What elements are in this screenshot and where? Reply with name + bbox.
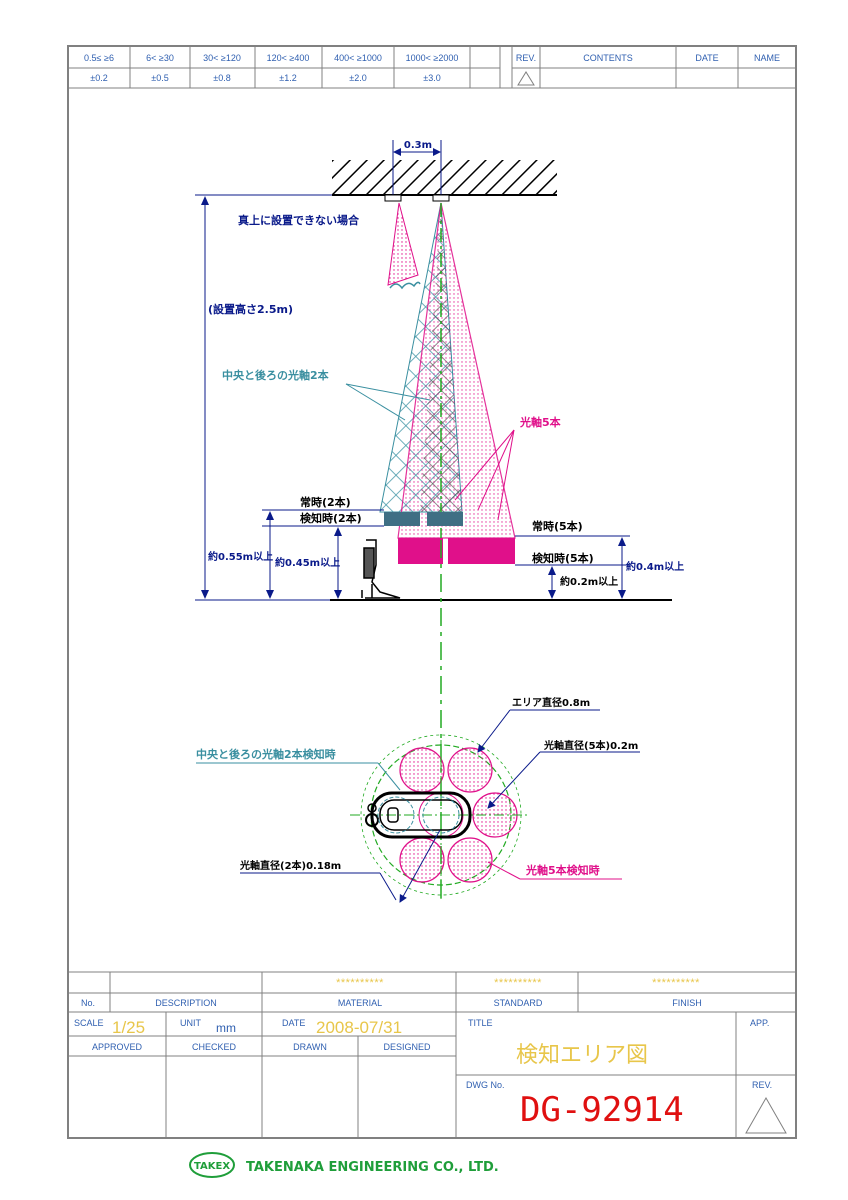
unit-label: UNIT — [180, 1018, 201, 1028]
dwg-no-value: DG-92914 — [520, 1090, 684, 1130]
tolerance-cell: ±0.2 — [90, 73, 107, 83]
date-header: DATE — [695, 53, 718, 63]
description-header: DESCRIPTION — [155, 998, 217, 1008]
two-axis-label: 中央と後ろの光軸2本 — [222, 368, 329, 382]
standard-placeholder: ********** — [494, 977, 542, 989]
tolerance-cell: ±0.8 — [213, 73, 230, 83]
range-cell: 6< ≥30 — [146, 53, 174, 63]
tolerance-cell: ±2.0 — [349, 73, 366, 83]
date-label: DATE — [282, 1018, 305, 1028]
tolerance-cell: ±1.2 — [279, 73, 296, 83]
range-cell: 120< ≥400 — [267, 53, 310, 63]
axis-circle — [447, 747, 493, 793]
scale-value: 1/25 — [112, 1018, 145, 1037]
range-cell: 0.5≤ ≥6 — [84, 53, 114, 63]
revision-triangle-icon — [517, 71, 535, 86]
tolerance-cell: ±3.0 — [423, 73, 440, 83]
detect-two-label: 検知時(2本) — [300, 511, 362, 525]
sheet-frame — [67, 45, 797, 1139]
two-axis-detect-bar-left — [384, 512, 420, 526]
unit-value: mm — [216, 1021, 236, 1035]
scale-label: SCALE — [74, 1018, 104, 1028]
drawn-label: DRAWN — [293, 1042, 327, 1052]
ceiling-hatch — [332, 160, 557, 195]
tolerance-cell: ±0.5 — [151, 73, 168, 83]
range-cell: 400< ≥1000 — [334, 53, 382, 63]
svg-text:TAKEX: TAKEX — [194, 1161, 230, 1172]
no-header: No. — [81, 998, 95, 1008]
dim-02-label: 約0.2m以上 — [560, 575, 618, 588]
two-axis-diameter-label: 光軸直径(2本)0.18m — [239, 859, 341, 872]
date-value: 2008-07/31 — [316, 1018, 402, 1037]
material-header: MATERIAL — [338, 998, 382, 1008]
range-cell: 30< ≥120 — [203, 53, 241, 63]
finish-placeholder: ********** — [652, 977, 700, 989]
axis-circle — [447, 837, 493, 883]
standard-header: STANDARD — [494, 998, 543, 1008]
dim-045-label: 約0.45m以上 — [275, 556, 340, 569]
two-axis-detect-label: 中央と後ろの光軸2本検知時 — [196, 747, 336, 761]
height-label: (設置高さ2.5m) — [208, 302, 293, 316]
finish-header: FINISH — [672, 998, 702, 1008]
range-cell: 1000< ≥2000 — [406, 53, 459, 63]
area-diameter-label: エリア直径0.8m — [512, 696, 590, 709]
checked-label: CHECKED — [192, 1042, 237, 1052]
rev-header: REV. — [516, 53, 536, 63]
sensor-left — [384, 194, 402, 202]
alt-mount-label: 真上に設置できない場合 — [238, 213, 360, 227]
stroller-figure — [361, 539, 401, 599]
tolerance-range-row: 0.5≤ ≥6 6< ≥30 30< ≥120 120< ≥400 400< ≥… — [84, 53, 458, 63]
spacing-dimension: 0.3m — [404, 140, 432, 151]
normal-two-label: 常時(2本) — [300, 495, 351, 509]
five-axis-detect-bar-left — [398, 538, 443, 564]
title-label: TITLE — [468, 1018, 493, 1028]
alt-mount-cone — [387, 202, 419, 286]
five-axis-detect-label: 光軸5本検知時 — [525, 863, 600, 877]
contents-header: CONTENTS — [583, 53, 633, 63]
sensor-right — [432, 194, 450, 202]
plan-view: エリア直径0.8m 中央と後ろの光軸2本検知時 光軸直径(5本)0.2m 光軸直… — [196, 696, 640, 903]
detect-five-label: 検知時(5本) — [532, 551, 594, 565]
tolerance-value-row: ±0.2 ±0.5 ±0.8 ±1.2 ±2.0 ±3.0 — [90, 73, 440, 83]
dwg-no-label: DWG No. — [466, 1080, 505, 1090]
five-axis-detect-bar-right — [448, 538, 515, 564]
designed-label: DESIGNED — [383, 1042, 431, 1052]
company-name: TAKENAKA ENGINEERING CO., LTD. — [246, 1160, 499, 1175]
takex-logo: TAKEX — [189, 1152, 235, 1178]
rev-label: REV. — [752, 1080, 772, 1090]
tolerance-table — [68, 46, 796, 89]
drawing-title: 検知エリア図 — [516, 1043, 648, 1068]
material-placeholder: ********** — [336, 977, 384, 989]
revision-triangle-icon — [745, 1096, 787, 1134]
axis-circle — [399, 747, 445, 793]
company-footer: TAKEX TAKENAKA ENGINEERING CO., LTD. — [189, 1152, 499, 1178]
normal-five-label: 常時(5本) — [532, 519, 583, 533]
app-label: APP. — [750, 1018, 769, 1028]
dim-04-label: 約0.4m以上 — [626, 560, 684, 573]
five-axis-label: 光軸5本 — [519, 415, 561, 429]
name-header: NAME — [754, 53, 780, 63]
title-block-text: ********** ********** ********** No. DES… — [74, 977, 787, 1134]
two-axis-detect-bar-right — [427, 512, 463, 526]
dim-055-label: 約0.55m以上 — [208, 550, 273, 563]
approved-label: APPROVED — [92, 1042, 143, 1052]
axis-circle — [399, 837, 445, 883]
elevation-view: 0.3m 真上に設置できない場合 (設 — [195, 140, 684, 900]
revision-table: REV. CONTENTS DATE NAME — [516, 53, 780, 86]
five-axis-diameter-label: 光軸直径(5本)0.2m — [543, 739, 638, 752]
title-block — [68, 971, 796, 1138]
